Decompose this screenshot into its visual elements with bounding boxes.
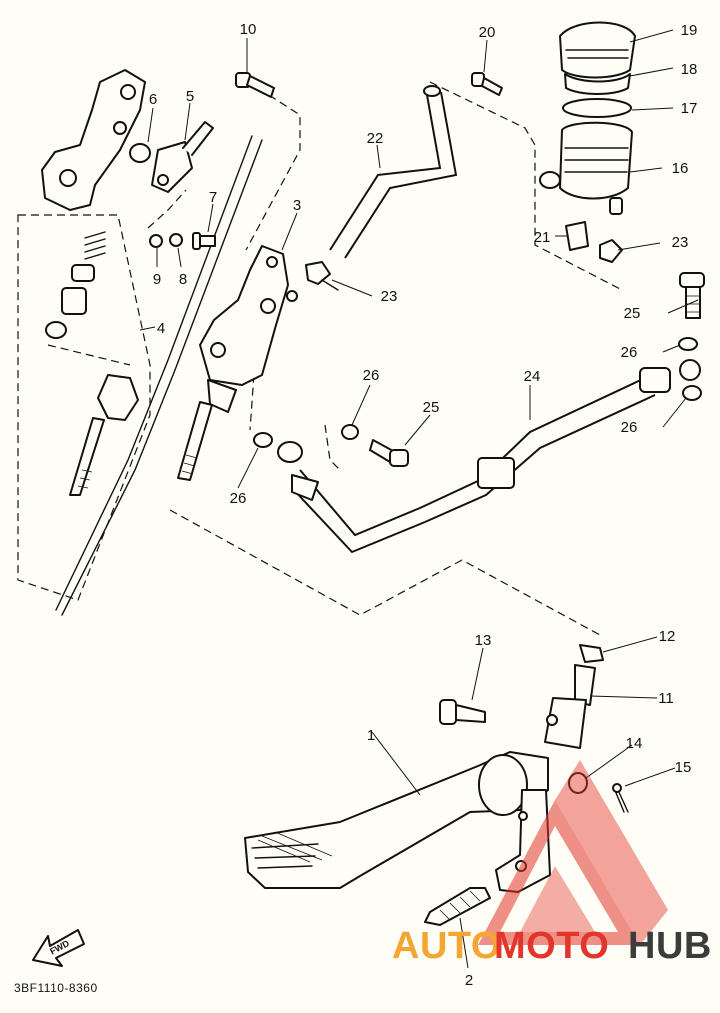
- callout-24: 24: [524, 368, 541, 385]
- washers-26-center: [253, 424, 359, 448]
- hose-clip-23-right: [599, 239, 623, 263]
- boundary-internal-kit: [47, 344, 131, 366]
- watermark-triangle-icon: [478, 800, 640, 945]
- frame-rail: [55, 135, 263, 616]
- callout-10: 10: [240, 21, 257, 38]
- washer-14: [568, 772, 588, 794]
- callout-3: 3: [293, 197, 301, 214]
- bracket-21: [565, 221, 589, 251]
- callout-23-right: 23: [672, 234, 689, 251]
- bolt-set-7-8-9: [149, 232, 216, 250]
- hose-clip-23-left: [305, 261, 339, 291]
- clevis-11: [544, 664, 596, 749]
- callout-15: 15: [675, 759, 692, 776]
- bolt-10: [235, 72, 275, 98]
- bracket-5: [151, 121, 214, 193]
- drawing-code: 3BF1110-8360: [14, 981, 98, 995]
- watermark-hub: HUB: [628, 925, 712, 967]
- cotter-pin-15: [612, 783, 629, 813]
- callout-19: 19: [681, 22, 698, 39]
- spring-seat: [71, 264, 95, 282]
- master-cylinder-body-exploded: [41, 69, 151, 211]
- diaphragm-17: [562, 98, 632, 118]
- banjo-bolt-25-center: [369, 439, 409, 467]
- callout-5: 5: [186, 88, 194, 105]
- callout-numbers: 10 6 5 7 9 8 3 4 20 22 19 18 17 16 21 23…: [149, 21, 698, 989]
- callout-26-left: 26: [230, 490, 247, 507]
- fwd-arrow-icon: FWD: [32, 929, 85, 967]
- callout-12: 12: [659, 628, 676, 645]
- boundary-washer: [324, 424, 341, 471]
- lock-nut-12: [579, 644, 604, 663]
- master-cylinder-3: [177, 245, 298, 481]
- piston: [61, 287, 87, 315]
- boundary-upper-left: [17, 214, 151, 601]
- washer-8: [169, 233, 183, 247]
- callout-7: 7: [209, 189, 217, 206]
- callout-26-right-upper: 26: [621, 344, 638, 361]
- callout-9: 9: [153, 271, 161, 288]
- hose-22: [329, 85, 458, 259]
- seal-cup: [45, 321, 67, 339]
- brake-hose-24: [277, 359, 701, 554]
- bolt-20: [471, 72, 503, 96]
- brake-pedal-1: [244, 751, 551, 893]
- piston-kit-4: [45, 231, 106, 339]
- callout-20: 20: [479, 24, 496, 41]
- callout-14: 14: [626, 735, 643, 752]
- callout-25-right: 25: [624, 305, 641, 322]
- callout-1: 1: [367, 727, 375, 744]
- boundary-bolt-10: [245, 87, 301, 251]
- assembly-boundaries: [17, 81, 623, 636]
- watermark-logo: AUTO MOTO HUB: [392, 760, 712, 967]
- o-ring-6: [129, 143, 151, 163]
- leader-lines: [139, 29, 699, 969]
- callout-25-center: 25: [423, 399, 440, 416]
- return-spring-2: [424, 887, 491, 926]
- reservoir-assembly: [539, 21, 636, 215]
- callout-16: 16: [672, 160, 689, 177]
- callout-6: 6: [149, 91, 157, 108]
- boundary-bolt-set: [147, 189, 187, 229]
- callout-21: 21: [534, 229, 551, 246]
- callout-18: 18: [681, 61, 698, 78]
- diaphragm-plate-18: [564, 73, 631, 95]
- watermark-moto: MOTO: [494, 925, 609, 967]
- spring: [84, 231, 106, 260]
- callout-26-right-lower: 26: [621, 419, 638, 436]
- boundary-lower-link: [169, 509, 601, 636]
- washers-26-right: [678, 337, 702, 401]
- callout-2: 2: [465, 972, 473, 989]
- callout-8: 8: [179, 271, 187, 288]
- callout-22: 22: [367, 130, 384, 147]
- watermark-auto: AUTO: [392, 925, 501, 967]
- callout-13: 13: [475, 632, 492, 649]
- callout-23-left: 23: [381, 288, 398, 305]
- callout-17: 17: [681, 100, 698, 117]
- clevis-pin-13: [439, 699, 486, 725]
- callout-11: 11: [658, 690, 674, 707]
- pushrod-left: [69, 374, 139, 496]
- callout-26-center: 26: [363, 367, 380, 384]
- callout-4: 4: [157, 320, 165, 337]
- boundary-reservoir: [429, 81, 623, 291]
- banjo-bolt-25-right: [679, 272, 705, 319]
- washer-9: [149, 234, 163, 248]
